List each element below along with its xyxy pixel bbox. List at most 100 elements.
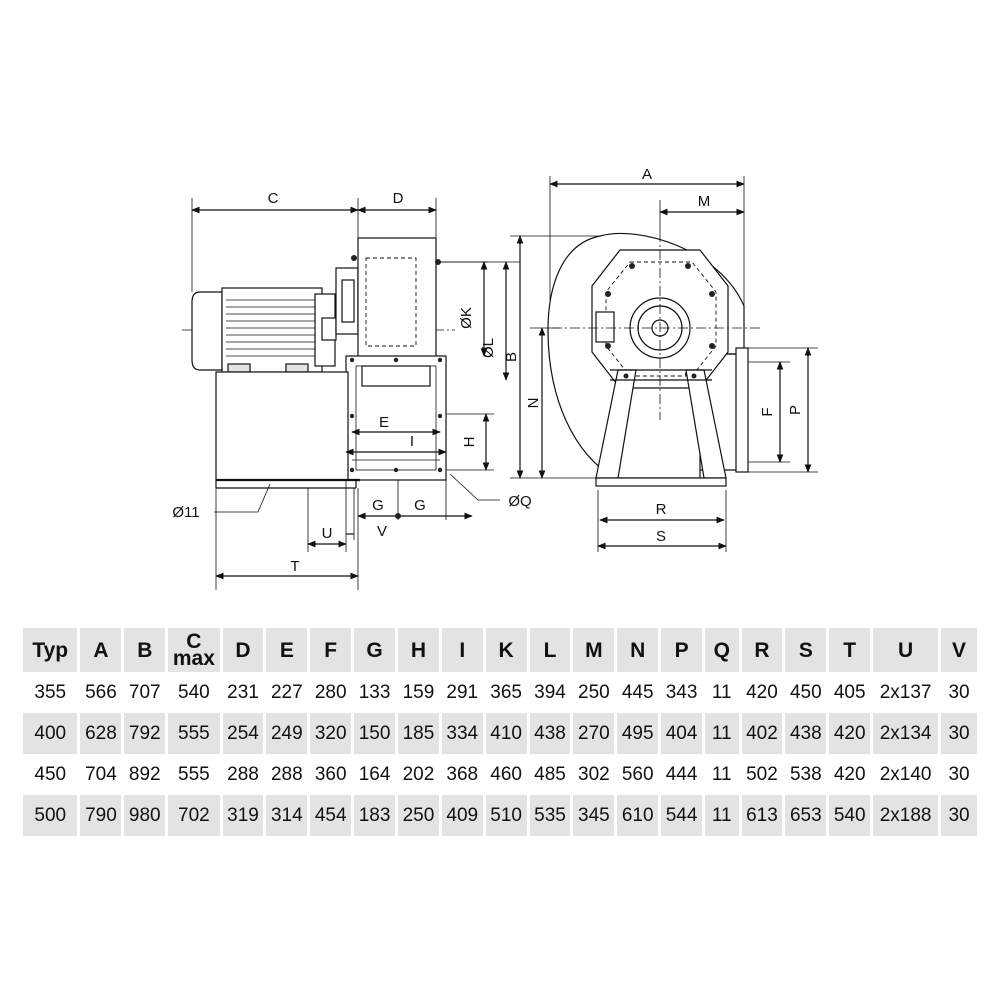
- label-b: B: [503, 352, 520, 362]
- table-cell: 792: [124, 713, 166, 754]
- label-n: N: [525, 398, 542, 409]
- column-header: I: [441, 628, 483, 672]
- table-cell: 450: [785, 672, 827, 713]
- table-cell: 150: [354, 713, 395, 754]
- table-cell: 2x134: [873, 713, 939, 754]
- column-header: Typ: [23, 628, 78, 672]
- column-header-label: U: [898, 638, 914, 662]
- table-cell: 11: [705, 754, 739, 795]
- label-d: D: [393, 190, 404, 207]
- fan-housing-side: [351, 237, 441, 359]
- table-cell: 227: [266, 672, 308, 713]
- column-header: U: [873, 628, 939, 672]
- table-cell: 280: [310, 672, 352, 713]
- column-header-label: P: [674, 638, 689, 662]
- table-cell: 11: [705, 713, 739, 754]
- front-view: A M B N F P R S: [503, 166, 818, 552]
- table-cell: 450: [23, 754, 78, 795]
- table-cell: 404: [661, 713, 702, 754]
- table-cell: 610: [617, 795, 659, 836]
- table-cell: 202: [397, 754, 439, 795]
- table-cell: 540: [829, 795, 871, 836]
- table-cell: 250: [397, 795, 439, 836]
- table-cell: 566: [80, 672, 122, 713]
- table-cell: 249: [266, 713, 308, 754]
- column-header-label: H: [410, 638, 426, 662]
- column-header-label: L: [543, 638, 557, 662]
- label-u: U: [322, 525, 333, 542]
- column-header-label: Q: [713, 638, 730, 662]
- motor: [191, 287, 337, 373]
- table-cell: 402: [741, 713, 783, 754]
- table-cell: 159: [397, 672, 439, 713]
- label-k: ØK: [458, 307, 475, 329]
- table-cell: 2x137: [873, 672, 939, 713]
- table-cell: 360: [310, 754, 352, 795]
- table-cell: 164: [354, 754, 395, 795]
- table-cell: 555: [168, 754, 220, 795]
- label-g-right: G: [414, 497, 426, 514]
- table-cell: 540: [168, 672, 220, 713]
- column-header-label: I: [459, 638, 466, 662]
- column-header: F: [310, 628, 352, 672]
- table-cell: 365: [485, 672, 527, 713]
- label-e: E: [379, 414, 389, 431]
- table-cell: 11: [705, 795, 739, 836]
- column-header-label: M: [585, 638, 603, 662]
- table-cell: 560: [617, 754, 659, 795]
- table-cell: 302: [573, 754, 615, 795]
- table-cell: 485: [529, 754, 571, 795]
- table-cell: 707: [124, 672, 166, 713]
- table-cell: 502: [741, 754, 783, 795]
- label-a: A: [642, 166, 652, 183]
- table-cell: 980: [124, 795, 166, 836]
- table-cell: 500: [23, 795, 78, 836]
- column-header: T: [829, 628, 871, 672]
- column-header: E: [266, 628, 308, 672]
- column-header-label: D: [235, 638, 251, 662]
- column-header-label: B: [137, 638, 153, 662]
- table-cell: 790: [80, 795, 122, 836]
- column-header: Q: [705, 628, 739, 672]
- table-cell: 510: [485, 795, 527, 836]
- table-cell: 345: [573, 795, 615, 836]
- table-cell: 653: [785, 795, 827, 836]
- label-i: I: [410, 433, 414, 450]
- table-cell: 270: [573, 713, 615, 754]
- table-cell: 288: [266, 754, 308, 795]
- table-cell: 400: [23, 713, 78, 754]
- table-cell: 183: [354, 795, 395, 836]
- column-header: V: [941, 628, 977, 672]
- table-cell: 438: [529, 713, 571, 754]
- table-cell: 11: [705, 672, 739, 713]
- column-header: G: [354, 628, 395, 672]
- label-hole: Ø11: [172, 504, 199, 521]
- label-v: V: [377, 523, 387, 540]
- table-cell: 133: [354, 672, 395, 713]
- table-cell: 702: [168, 795, 220, 836]
- side-view: C D ØK ØL E I H G G U V T Ø11: [172, 190, 532, 590]
- table-cell: 495: [617, 713, 659, 754]
- table-cell: 254: [222, 713, 264, 754]
- support-frame: [595, 369, 727, 487]
- label-h: H: [461, 437, 478, 448]
- table-cell: 420: [829, 754, 871, 795]
- table-cell: 2x140: [873, 754, 939, 795]
- table-cell: 320: [310, 713, 352, 754]
- column-header-label: Typ: [32, 638, 69, 662]
- column-header: D: [222, 628, 264, 672]
- column-header-label: V: [952, 638, 967, 662]
- column-header-label: E: [279, 638, 294, 662]
- table-cell: 231: [222, 672, 264, 713]
- table-cell: 460: [485, 754, 527, 795]
- table-cell: 409: [441, 795, 483, 836]
- column-header-label: A: [93, 638, 109, 662]
- table-cell: 704: [80, 754, 122, 795]
- column-header: H: [397, 628, 439, 672]
- label-r: R: [656, 501, 667, 518]
- label-s: S: [656, 528, 666, 545]
- column-header-label: K: [498, 638, 514, 662]
